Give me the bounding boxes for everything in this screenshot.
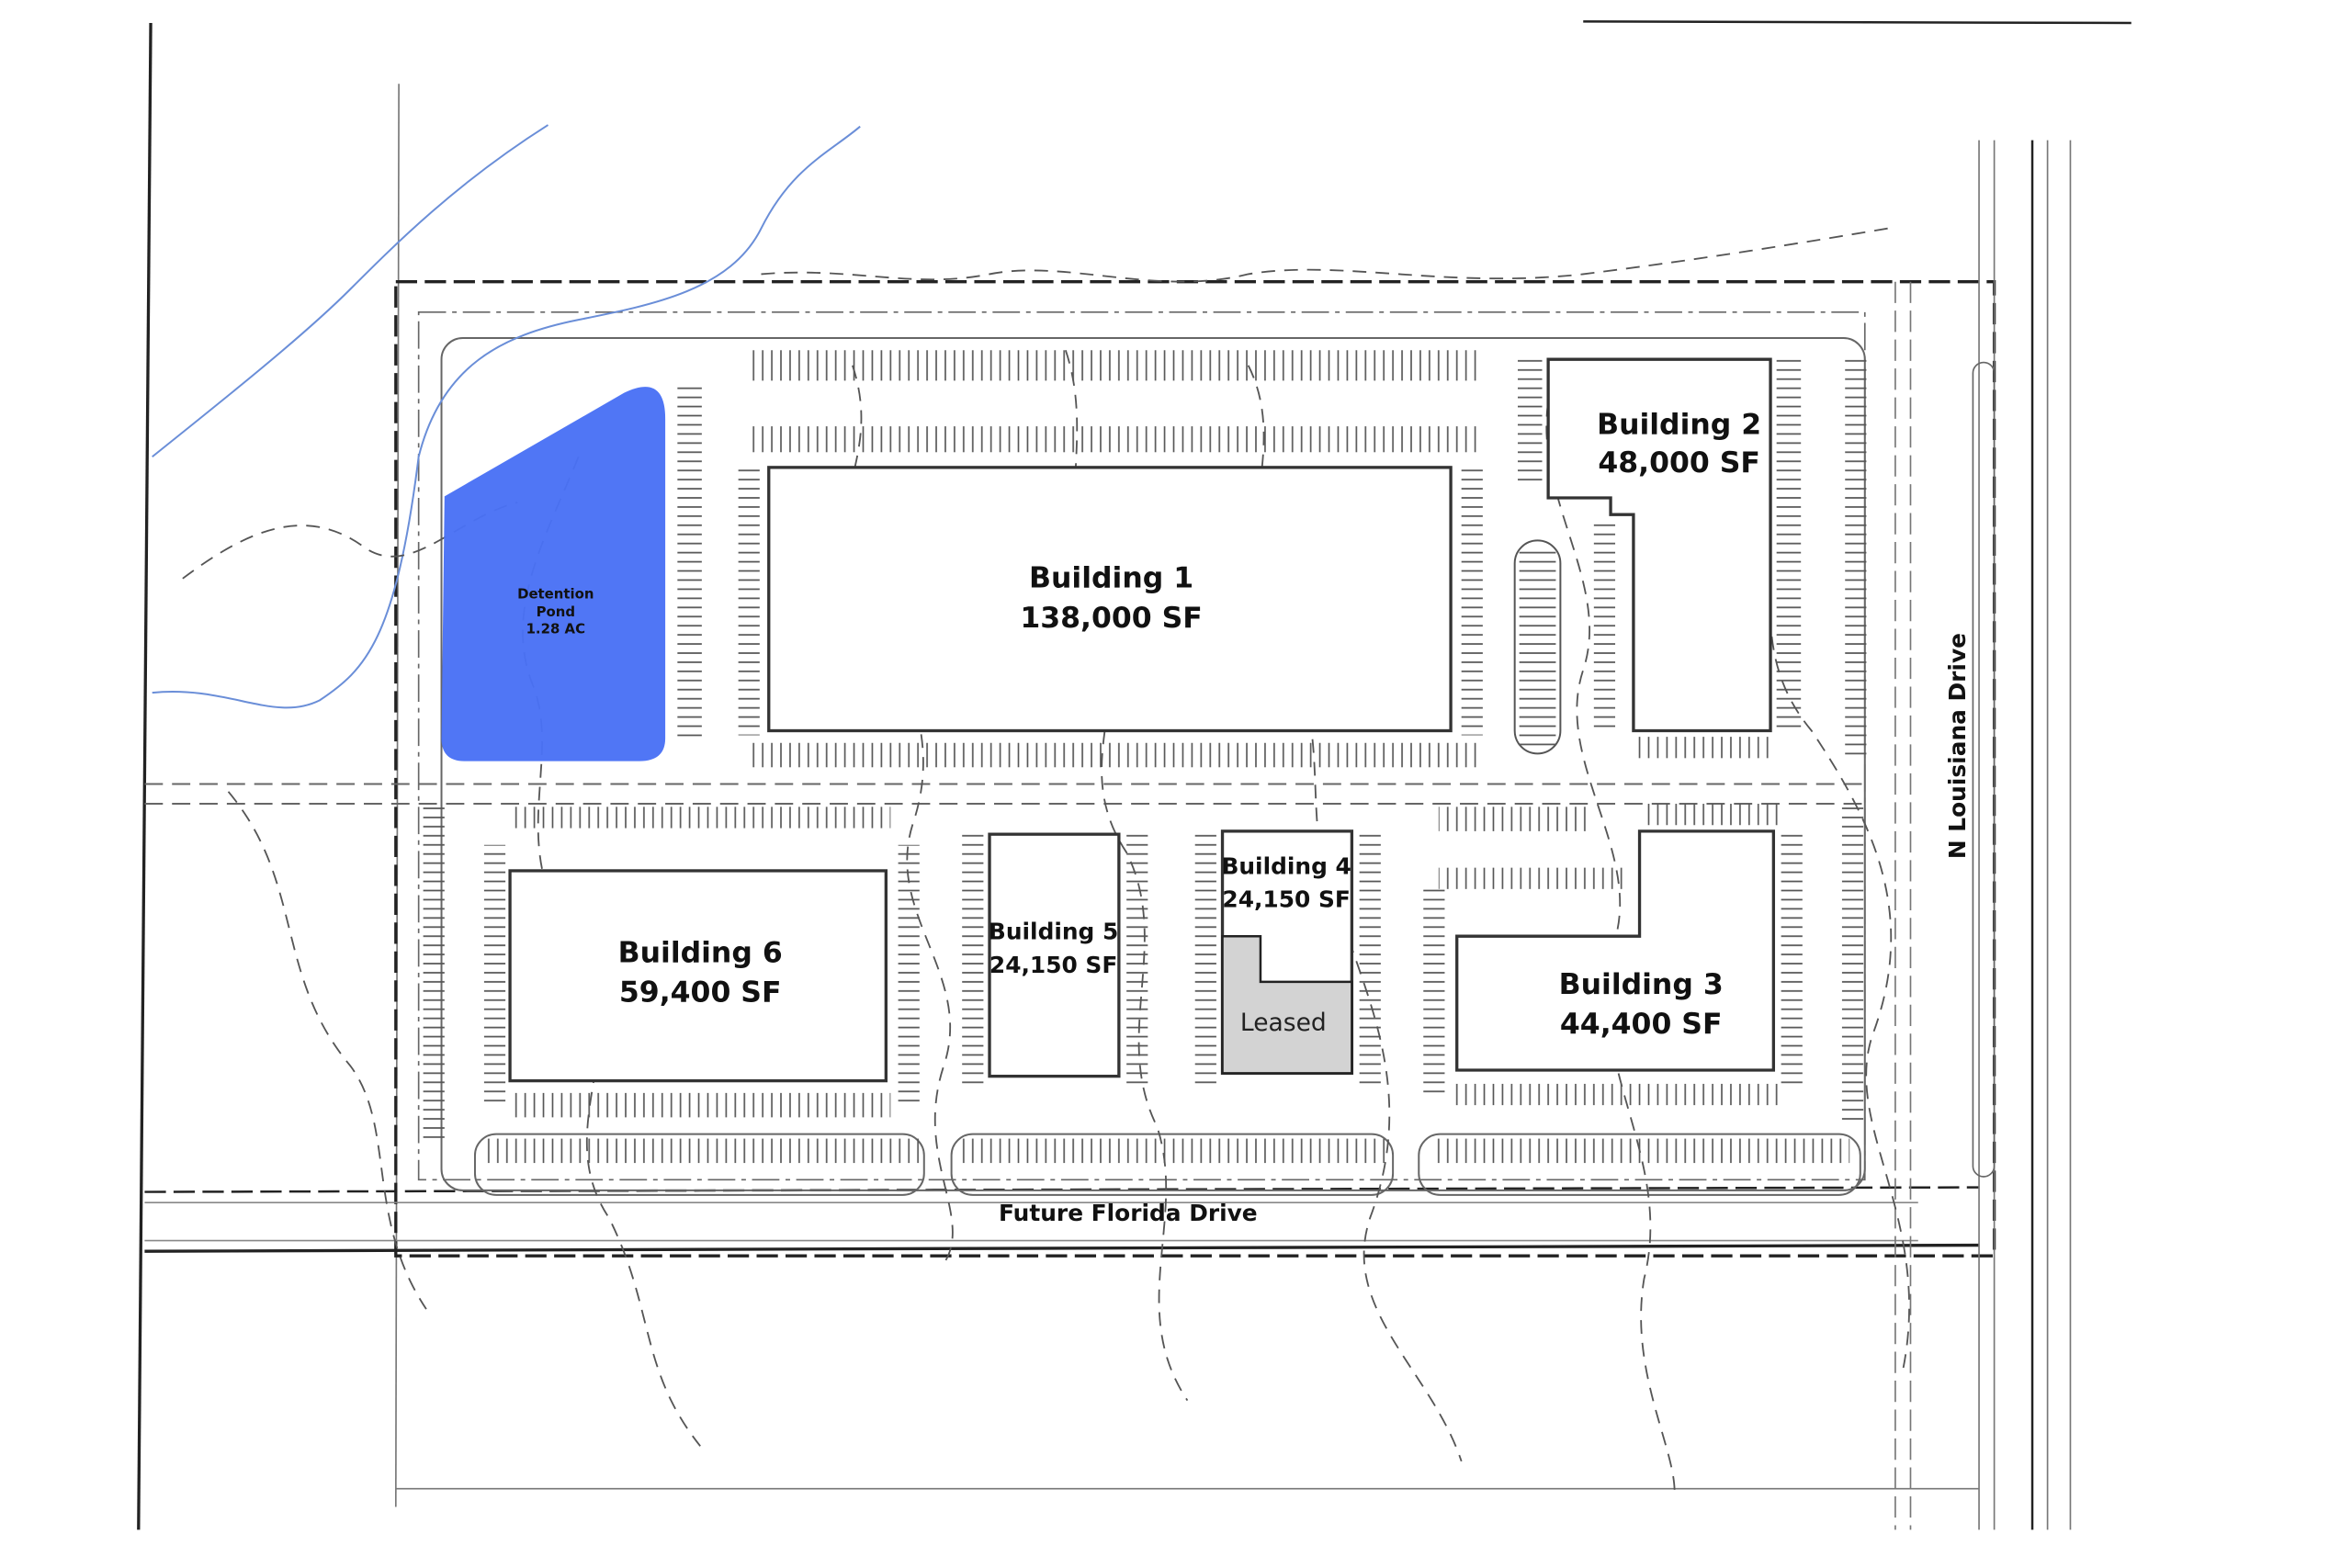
building-4[interactable]: Building 4 24,150 SF Leased bbox=[1220, 829, 1354, 1075]
leased-label: Leased bbox=[1240, 1009, 1327, 1037]
building-3[interactable]: Building 3 44,400 SF bbox=[1455, 829, 1776, 1072]
building-5-area: 24,150 SF bbox=[989, 952, 1117, 978]
leased-area bbox=[1221, 934, 1353, 1075]
building-1[interactable]: Building 1 138,000 SF bbox=[767, 466, 1453, 733]
building-4-name: Building 4 bbox=[1221, 852, 1351, 879]
building-6[interactable]: Building 6 59,400 SF bbox=[508, 869, 888, 1083]
road-label-n-louisiana-drive: N Louisiana Drive bbox=[1944, 633, 1971, 859]
pond-area: 1.28 AC bbox=[526, 620, 585, 637]
building-1-name: Building 1 bbox=[1029, 562, 1193, 595]
building-6-area: 59,400 SF bbox=[619, 976, 782, 1009]
building-5[interactable]: Building 5 24,150 SF bbox=[988, 832, 1121, 1078]
building-2-name: Building 2 bbox=[1597, 408, 1761, 441]
building-2-area: 48,000 SF bbox=[1598, 446, 1760, 479]
building-5-name: Building 5 bbox=[989, 919, 1118, 945]
building-6-name: Building 6 bbox=[618, 936, 783, 969]
drive-aisles bbox=[144, 337, 1866, 1196]
boundary-lines bbox=[137, 20, 2132, 1530]
road-label-future-florida-drive: Future Florida Drive bbox=[999, 1200, 1258, 1226]
parking-stalls bbox=[423, 350, 1867, 1164]
detention-pond: Detention Pond 1.28 AC bbox=[441, 387, 666, 761]
building-3-name: Building 3 bbox=[1559, 968, 1724, 1001]
pond-shape bbox=[441, 387, 666, 761]
building-4-area: 24,150 SF bbox=[1222, 886, 1350, 913]
building-2[interactable]: Building 2 48,000 SF bbox=[1546, 357, 1772, 733]
pond-label-line2: Pond bbox=[537, 604, 575, 620]
building-1-area: 138,000 SF bbox=[1020, 602, 1202, 635]
stream-lines bbox=[152, 124, 861, 709]
pond-label-line1: Detention bbox=[517, 585, 594, 602]
building-3-area: 44,400 SF bbox=[1560, 1008, 1723, 1041]
